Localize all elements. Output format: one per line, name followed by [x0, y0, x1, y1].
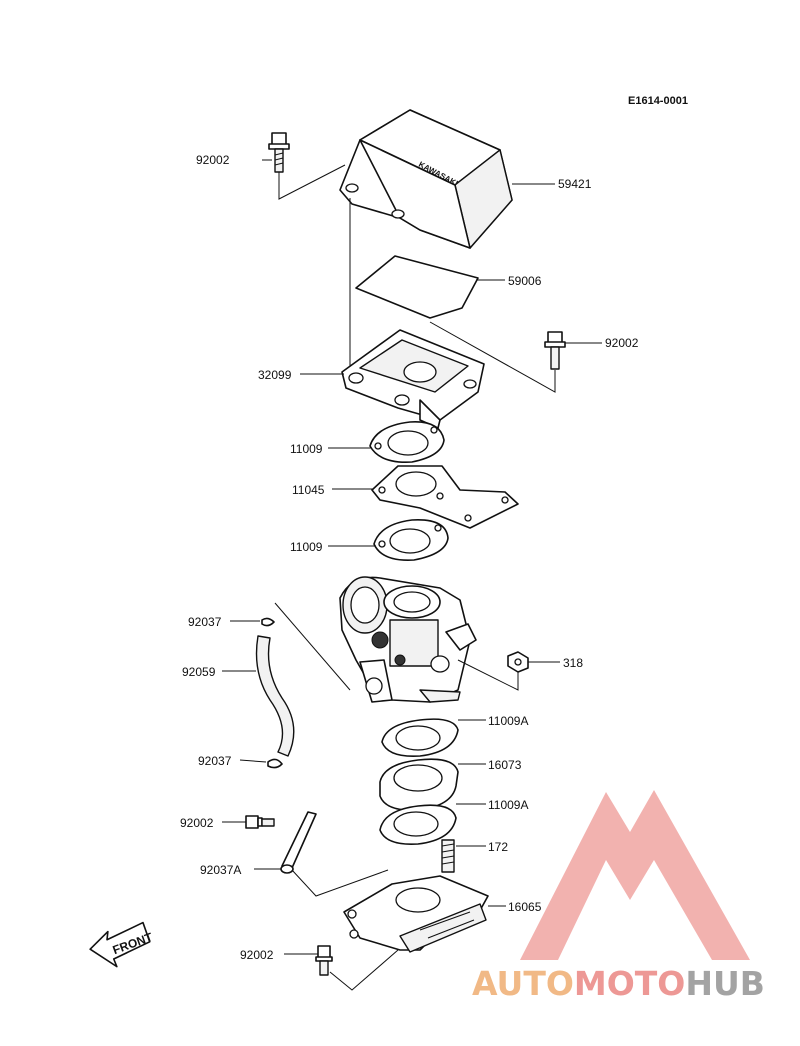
callout-hose: 92059 — [182, 665, 216, 679]
callout-gasket-a2: 11009A — [488, 798, 528, 812]
callout-bolt-bottom: 92002 — [240, 948, 274, 962]
gasket-top-part — [369, 421, 445, 463]
clip-bottom-part — [267, 758, 283, 769]
watermark-auto: AUTO — [472, 964, 574, 1003]
callout-spacer: 16073 — [488, 758, 522, 772]
callout-clip-bottom: 92037 — [198, 754, 232, 768]
spacer-part — [379, 758, 459, 812]
callout-cover: 59421 — [558, 177, 592, 191]
watermark-logo: AUTOMOTOHUB — [472, 790, 765, 1003]
intake-manifold-part — [343, 875, 489, 953]
filter-element-part — [355, 255, 479, 319]
plate-part — [371, 465, 519, 529]
gasket-a1-part — [381, 718, 459, 758]
callout-clip-top: 92037 — [188, 615, 222, 629]
watermark-moto: MOTO — [574, 964, 685, 1003]
callout-gasket-top: 11009 — [290, 442, 323, 456]
bolt-lower-part — [245, 815, 275, 829]
callout-tie: 92037A — [200, 863, 241, 877]
gasket-mid-part — [373, 519, 449, 561]
bolt-right-part — [544, 331, 566, 370]
bolt-bottom-part — [315, 945, 333, 976]
callout-bolt-lower: 92002 — [180, 816, 214, 830]
carburetor-part — [339, 576, 477, 703]
watermark-hub: HUB — [685, 964, 765, 1003]
fuel-hose-part — [255, 635, 295, 757]
svg-text:AUTOMOTOHUB: AUTOMOTOHUB — [472, 964, 765, 1003]
callout-base: 32099 — [258, 368, 292, 382]
callout-bolt-top: 92002 — [196, 153, 230, 167]
diagram-code: E1614-0001 — [628, 95, 688, 107]
tie-strap-part — [281, 811, 317, 869]
air-cleaner-base-part — [341, 329, 485, 429]
callout-plate: 11045 — [292, 483, 325, 497]
callout-nut: 318 — [563, 656, 583, 670]
front-arrow: FRONT — [89, 921, 155, 968]
gasket-a2-part — [379, 804, 457, 846]
bolt-top-part — [268, 132, 290, 173]
air-cleaner-cover-part: KAWASAKI — [339, 109, 513, 249]
callout-gasket-mid: 11009 — [290, 540, 323, 554]
callout-manifold: 16065 — [508, 900, 542, 914]
callout-filter: 59006 — [508, 274, 542, 288]
callout-stud: 172 — [488, 840, 508, 854]
callout-bolt-right: 92002 — [605, 336, 639, 350]
stud-part — [441, 839, 455, 873]
callout-gasket-a1: 11009A — [488, 714, 528, 728]
clip-top-part — [261, 617, 275, 627]
